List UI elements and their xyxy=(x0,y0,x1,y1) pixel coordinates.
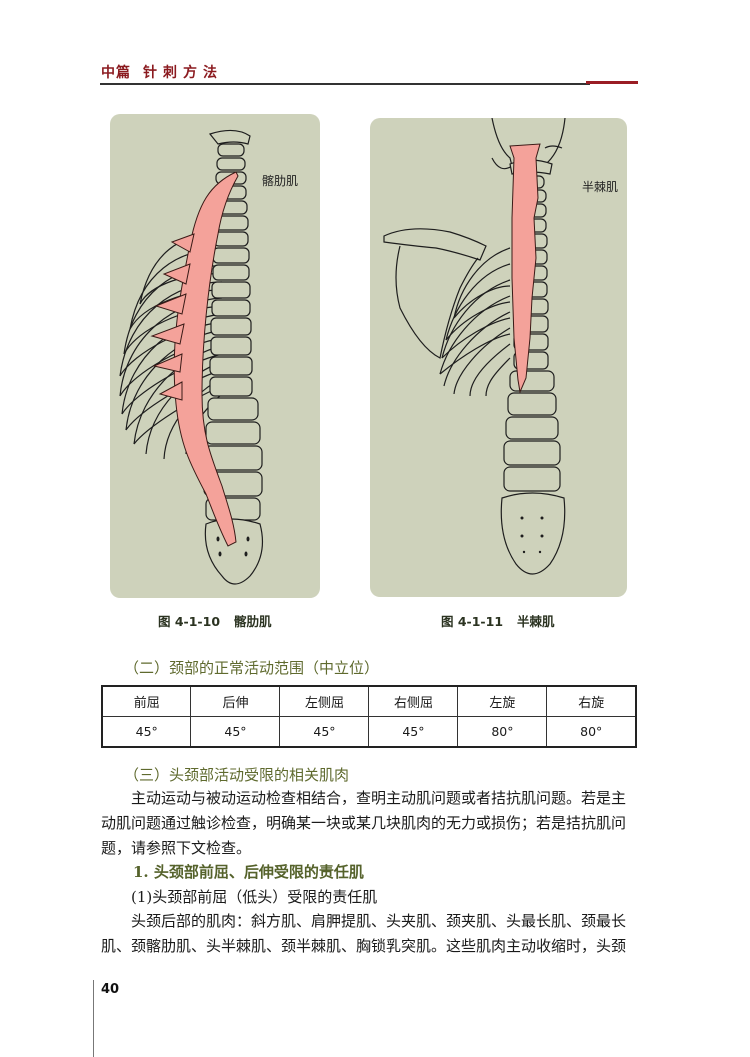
table-header-cell: 后伸 xyxy=(190,685,281,717)
caption-title: 半棘肌 xyxy=(517,614,555,629)
iliocostalis-illustration xyxy=(119,129,263,585)
caption-number: 图 4-1-11 xyxy=(441,614,504,629)
header-chapter: 针刺方法 xyxy=(143,65,223,81)
subheading-flexion-extension: 1. 头颈部前屈、后伸受限的责任肌 xyxy=(133,863,364,881)
figure-label-iliocostalis: 髂肋肌 xyxy=(262,174,299,188)
caption-number: 图 4-1-10 xyxy=(158,614,221,629)
table-row: 45° 45° 45° 45° 80° 80° xyxy=(101,716,637,748)
range-of-motion-table: 前屈 后伸 左侧屈 右侧屈 左旋 右旋 45° 45° 45° 45° 80° … xyxy=(101,685,637,748)
page-number: 40 xyxy=(101,982,120,997)
section-heading-related-muscles: （三）头颈部活动受限的相关肌肉 xyxy=(124,766,350,784)
table-cell: 45° xyxy=(368,716,459,748)
subheading-flexion: (1)头颈部前屈（低头）受限的责任肌 xyxy=(131,888,378,906)
section-heading-neck-range: （二）颈部的正常活动范围（中立位） xyxy=(124,659,380,677)
header-accent-bar xyxy=(586,81,638,84)
body-paragraph: 头颈后部的肌肉：斜方肌、肩胛提肌、头夹肌、颈夹肌、头最长肌、颈最长肌、颈髂肋肌、… xyxy=(101,912,627,955)
table-header-cell: 左侧屈 xyxy=(279,685,370,717)
semispinalis-illustration xyxy=(383,118,566,575)
figure-iliocostalis: 髂肋肌 xyxy=(110,114,320,598)
figure-caption-4-1-10: 图 4-1-10 髂肋肌 xyxy=(158,611,272,630)
table-header-cell: 右旋 xyxy=(546,685,637,717)
table-cell: 80° xyxy=(457,716,548,748)
table-header-cell: 右侧屈 xyxy=(368,685,459,717)
table-cell: 45° xyxy=(190,716,281,748)
intro-paragraph: 主动运动与被动运动检查相结合，查明主动肌问题或者拮抗肌问题。若是主动肌问题通过触… xyxy=(101,789,627,857)
table-header-row: 前屈 后伸 左侧屈 右侧屈 左旋 右旋 xyxy=(101,685,637,717)
caption-title: 髂肋肌 xyxy=(234,614,272,629)
table-header-cell: 左旋 xyxy=(457,685,548,717)
table-cell: 80° xyxy=(546,716,637,748)
header-rule xyxy=(100,83,590,85)
running-header: 中篇针刺方法 xyxy=(101,62,223,82)
figure-caption-4-1-11: 图 4-1-11 半棘肌 xyxy=(441,611,555,630)
figure-label-semispinalis: 半棘肌 xyxy=(582,180,619,194)
folio-rule xyxy=(93,980,94,1057)
header-part: 中篇 xyxy=(101,65,131,81)
table-header-cell: 前屈 xyxy=(101,685,192,717)
table-cell: 45° xyxy=(101,716,192,748)
figure-semispinalis: 半棘肌 xyxy=(370,118,627,597)
table-cell: 45° xyxy=(279,716,370,748)
